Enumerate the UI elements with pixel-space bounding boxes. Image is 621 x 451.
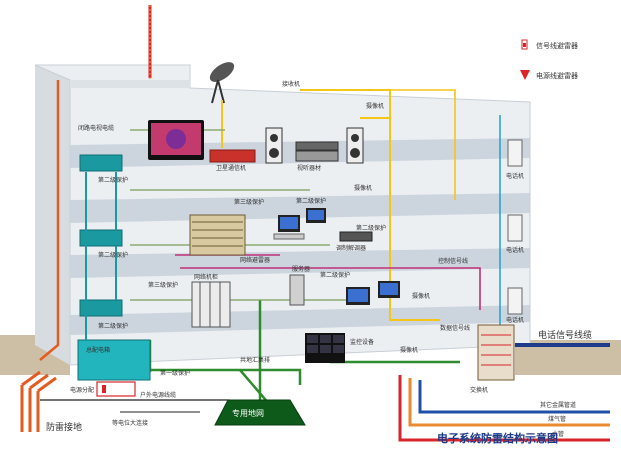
label-power-distribution: 电源分配 (70, 386, 94, 394)
grounding-rods (20, 370, 57, 432)
label-camera3: 摄像机 (412, 292, 430, 300)
label-telephone-cable: 电话信号线缆 (538, 329, 592, 341)
label-lvl3-b: 第三级保护 (148, 281, 178, 289)
label-control-line: 控制信号线 (438, 257, 468, 265)
modem-icon (339, 231, 373, 242)
server-rack-icon (191, 274, 305, 328)
building-roof-step (70, 80, 190, 88)
label-lvl1: 第一级保护 (160, 369, 190, 377)
computer-icon-2 (346, 281, 400, 305)
label-camera1: 摄像机 (366, 102, 384, 110)
av-equipment-icon (295, 141, 339, 162)
panel-riser (85, 172, 117, 340)
label-modem: 调制解调器 (336, 244, 366, 252)
label-lvl2-e: 第二级保护 (320, 271, 350, 279)
label-server: 服务器 (292, 265, 310, 273)
wall-phone-icon (507, 139, 523, 315)
floor-slab-4 (70, 305, 530, 335)
label-gas-pipe: 煤气管 (548, 415, 566, 423)
label-network-cabinet: 网络机柜 (194, 273, 218, 281)
label-satellite: 卫星通信机 (216, 164, 246, 172)
power-arrester-box (96, 381, 136, 397)
computer-icon (273, 208, 326, 240)
label-outdoor-power: 户外电源线缆 (140, 391, 176, 399)
label-water-pipe: 水管 (552, 430, 564, 438)
label-lvl2-d: 第二级保护 (296, 197, 326, 205)
floor-slab-2 (70, 193, 530, 223)
label-phone1: 电话机 (506, 172, 524, 180)
speaker-icon (265, 127, 364, 164)
gas-pipe (408, 378, 610, 427)
dedicated-ground-net (214, 399, 306, 426)
power-panels (77, 154, 151, 381)
down-conductor (39, 80, 60, 361)
label-phone-room: 交换机 (470, 386, 488, 394)
label-lvl2-a: 第二级保护 (98, 176, 128, 184)
water-pipe (398, 375, 610, 442)
label-camera2: 摄像机 (354, 184, 372, 192)
satellite-receiver-icon (209, 149, 256, 163)
metal-pipe (418, 380, 610, 414)
label-pole-top: 接收机 (282, 80, 300, 88)
building-left-wall (35, 65, 70, 365)
signal-line-yellow-2 (390, 89, 456, 200)
label-ground-note: 等电位大连接 (112, 419, 148, 427)
label-metal-pipes: 其它金属管道 (540, 401, 576, 409)
phone-switch-icon (477, 324, 515, 381)
label-equip-bus: 共地汇集排 (240, 356, 270, 364)
label-main-distribution: 总配电箱 (86, 346, 110, 354)
monitor-wall-icon (305, 333, 345, 363)
label-cctv-cable: 闭路电视电缆 (78, 124, 114, 132)
label-grounding: 防雷接地 (46, 421, 82, 433)
signal-line-yellow (221, 89, 440, 321)
label-lvl2-c: 第二级保护 (98, 322, 128, 330)
power-arrester-fuse (102, 385, 106, 393)
signal-arrester-legend-icon (521, 39, 528, 50)
label-phone3: 电话机 (506, 316, 524, 324)
tv-icon (148, 120, 204, 160)
label-monitor-equipment: 监控设备 (350, 338, 374, 346)
label-lvl2-f: 第二级保护 (356, 224, 386, 232)
legend-signal-arrester: 信号线避雷器 (536, 41, 578, 50)
label-phone2: 电话机 (506, 246, 524, 254)
power-arrester-legend-icon (520, 70, 530, 80)
legend-power-arrester: 电源线避雷器 (536, 71, 578, 80)
label-lvl3-a: 第三级保护 (234, 198, 264, 206)
satellite-dish-icon (209, 62, 235, 104)
label-ground-net: 专用地网 (232, 408, 264, 418)
network-cabinet-icon (189, 214, 246, 256)
label-network-arrester: 网络避雷器 (240, 256, 270, 264)
label-camera4: 摄像机 (400, 346, 418, 354)
label-video-server: 视听器材 (297, 164, 321, 172)
label-lvl2-b: 第二级保护 (98, 251, 128, 259)
diagram-title: 电子系统防雷结构示意图 (437, 431, 558, 445)
label-data-line: 数据信号线 (440, 324, 470, 332)
